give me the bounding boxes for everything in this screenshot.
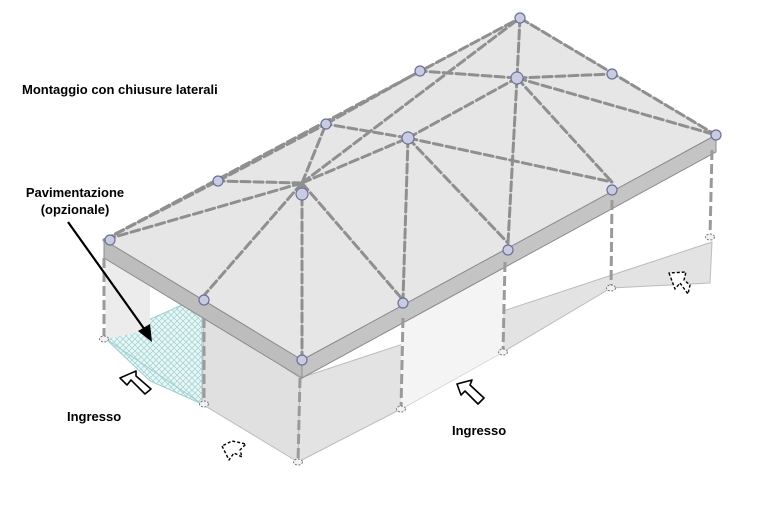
dashed-arrow-icon [221,440,247,461]
dashed-arrow-icon [668,271,691,295]
diagram-title: Montaggio con chiusure laterali [22,82,218,97]
post-base-plates [99,233,715,466]
entrance-label-left: Ingresso [67,409,122,424]
entrance-arrow-icon [119,370,152,395]
frame-joints [104,12,722,366]
tent-posts [102,149,714,463]
flooring-label-line2: (opzionale) [40,202,110,217]
callout-arrowhead [138,324,152,342]
flooring-label-line1: Pavimentazione [25,185,125,200]
roof-fascia-side [301,134,717,379]
roof-frame [102,16,718,362]
side-entrance-opening [401,266,503,409]
entrance-label-right: Ingresso [452,423,507,438]
flooring-callout-label: Pavimentazione (opzionale) [10,184,140,218]
entrance-arrow-icon [456,379,485,405]
callout-arrow-icon [67,221,146,331]
